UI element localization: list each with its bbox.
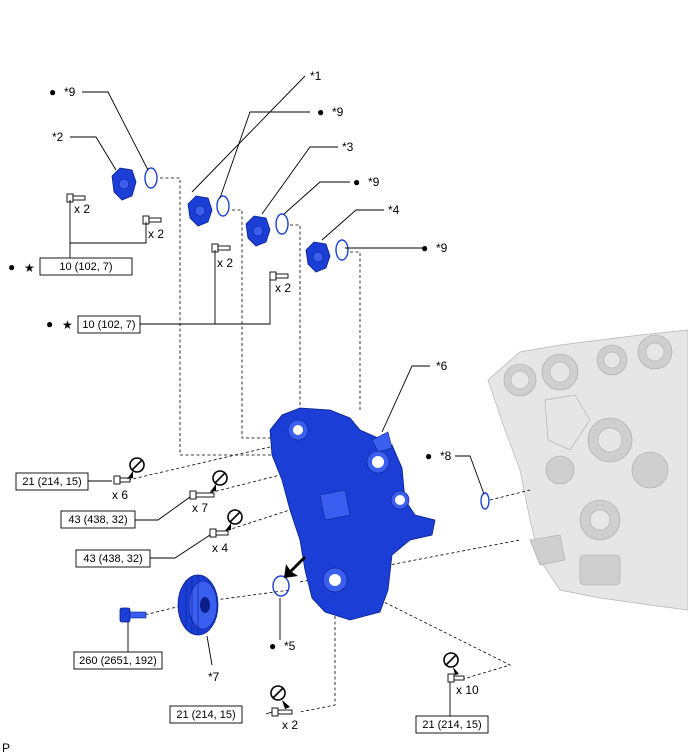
torque-7: 21 (214, 15)	[176, 709, 235, 721]
callout-5: *5	[284, 639, 296, 653]
star-icon: ★	[24, 261, 35, 275]
qty-7: x 4	[212, 541, 228, 555]
pulley-bolt	[119, 607, 147, 623]
torque-3: 21 (214, 15)	[22, 476, 81, 488]
dot-marker: ●	[421, 241, 428, 255]
quantity-labels: x 2 x 2 x 2 x 2 x 6 x 7 x 4 x 10 x 2	[74, 202, 479, 732]
cover-part-1	[187, 195, 213, 227]
qty-2: x 2	[148, 227, 164, 241]
bolt-q5	[113, 475, 131, 485]
torque-5: 43 (438, 32)	[83, 553, 142, 565]
callout-8: *8	[440, 449, 452, 463]
dot-marker: ●	[353, 175, 360, 189]
torque-6: 260 (2651, 192)	[79, 655, 157, 667]
bolt-q9	[271, 707, 293, 717]
dot-marker: ●	[46, 317, 53, 331]
oil-seal-5	[272, 575, 290, 597]
o-rings	[144, 167, 490, 597]
dot-marker: ●	[269, 639, 276, 653]
dot-marker: ●	[8, 260, 15, 274]
qty-1: x 2	[74, 202, 90, 216]
callout-4: *4	[388, 203, 400, 217]
callout-7: *7	[208, 670, 220, 684]
precoated-icon-5	[270, 685, 290, 709]
engine-block	[487, 329, 688, 611]
precoated-icon-4	[443, 652, 459, 675]
callout-labels: *1 *2 *3 *4 *5 *6 *7 *8 *9 *9 *9 *9	[52, 69, 452, 684]
cover-part-2	[111, 167, 137, 201]
qty-8: x 10	[456, 683, 479, 697]
torque-1: 10 (102, 7)	[59, 261, 112, 273]
dot-marker: ●	[317, 105, 324, 119]
callout-9b: *9	[332, 105, 344, 119]
callout-9c: *9	[368, 175, 380, 189]
callout-1: *1	[310, 69, 322, 83]
o-ring-9c	[275, 213, 289, 235]
o-ring-9a	[144, 167, 158, 189]
torque-boxes: 10 (102, 7) 10 (102, 7) 21 (214, 15) 43 …	[15, 257, 489, 734]
qty-9: x 2	[282, 718, 298, 732]
callout-2: *2	[52, 130, 64, 144]
torque-8: 21 (214, 15)	[422, 719, 481, 731]
precoated-icon-3	[225, 509, 243, 531]
bolt-q7	[209, 528, 229, 538]
precoated-bolt-icons	[127, 457, 459, 709]
callout-9a: *9	[64, 85, 76, 99]
bolt-q4	[269, 271, 289, 281]
bolts	[66, 193, 465, 717]
callout-3: *3	[342, 140, 354, 154]
qty-5: x 6	[112, 488, 128, 502]
bolt-q2	[142, 215, 162, 225]
precoated-icon-1	[127, 457, 145, 479]
cover-part-3	[245, 215, 271, 247]
leader-lines	[40, 75, 485, 716]
figure-code: P	[2, 741, 10, 755]
precoated-icon-2	[210, 470, 228, 492]
cover-part-4	[305, 241, 331, 273]
torque-2: 10 (102, 7)	[82, 319, 135, 331]
timing-chain-cover	[269, 407, 436, 621]
crankshaft-pulley	[177, 574, 219, 636]
o-ring-9d	[335, 239, 349, 261]
qty-3: x 2	[217, 256, 233, 270]
bullet-markers: ● ● ● ● ● ● ● ● ★ ★	[8, 85, 432, 653]
bolt-q8	[447, 673, 465, 683]
bolt-q6	[189, 490, 215, 500]
qty-4: x 2	[275, 281, 291, 295]
dot-marker: ●	[425, 449, 432, 463]
dot-marker: ●	[49, 85, 56, 99]
star-icon: ★	[62, 318, 73, 332]
torque-4: 43 (438, 32)	[68, 514, 127, 526]
o-ring-9b	[216, 195, 230, 217]
callout-9d: *9	[436, 241, 448, 255]
callout-6: *6	[436, 359, 448, 373]
qty-6: x 7	[192, 501, 208, 515]
direction-arrow-icon	[284, 556, 306, 578]
o-ring-8	[480, 492, 490, 510]
